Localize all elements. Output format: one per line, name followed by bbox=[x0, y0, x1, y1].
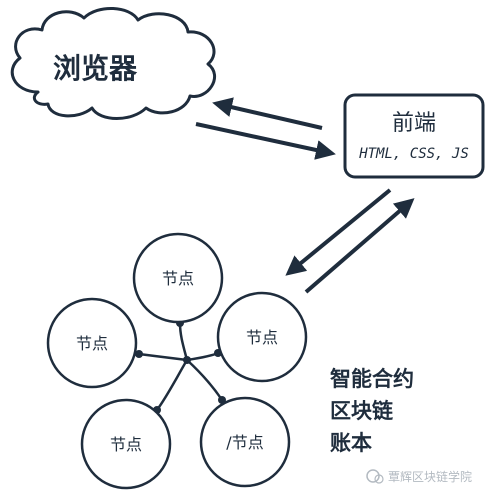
browser-cloud: 浏览器 bbox=[10, 6, 216, 120]
frontend-subtitle: HTML, CSS, JS bbox=[358, 146, 469, 162]
node-bottom-right: /节点 bbox=[199, 396, 291, 488]
contract-labels: 智能合约 区块链 账本 bbox=[330, 367, 414, 455]
frontend-box: 前端 HTML, CSS, JS bbox=[343, 93, 485, 179]
node-circle bbox=[80, 398, 172, 490]
arrow-nodes-to-frontend bbox=[304, 198, 415, 294]
arrow-frontend-to-browser bbox=[212, 97, 323, 130]
arrow-browser-to-frontend bbox=[195, 122, 336, 160]
link-bottom-right bbox=[186, 359, 224, 401]
link-bottom-left bbox=[155, 359, 189, 411]
link-top bbox=[178, 322, 189, 361]
node-label: 节点 bbox=[76, 334, 108, 353]
cloud-shape bbox=[10, 6, 216, 120]
junction-left bbox=[135, 350, 143, 358]
node-circle bbox=[132, 232, 224, 324]
contract-line-2: 区块链 bbox=[330, 399, 394, 423]
link-right bbox=[186, 351, 219, 362]
node-label: 节点 bbox=[110, 435, 142, 454]
node-left: 节点 bbox=[46, 297, 138, 389]
node-circle bbox=[216, 291, 308, 383]
node-top: 节点 bbox=[132, 232, 224, 324]
contract-line-3: 账本 bbox=[330, 431, 372, 455]
wechat-icon-inner bbox=[374, 474, 384, 484]
browser-label: 浏览器 bbox=[53, 52, 138, 85]
node-label: 节点 bbox=[162, 269, 194, 288]
junction-center bbox=[183, 356, 191, 364]
watermark: 覃辉区块链学院 bbox=[366, 469, 472, 484]
node-circle bbox=[199, 396, 291, 488]
frontend-title: 前端 bbox=[392, 111, 436, 136]
contract-line-1: 智能合约 bbox=[330, 367, 414, 391]
node-label: 节点 bbox=[246, 328, 278, 347]
node-circle bbox=[46, 297, 138, 389]
node-right: 节点 bbox=[216, 291, 308, 383]
link-left bbox=[138, 352, 188, 362]
node-label: /节点 bbox=[226, 433, 263, 452]
watermark-text: 覃辉区块链学院 bbox=[388, 469, 472, 484]
arrow-frontend-to-nodes bbox=[285, 188, 392, 276]
network-links bbox=[138, 322, 224, 411]
node-bottom-left: 节点 bbox=[80, 398, 172, 490]
frontend-box-border bbox=[343, 93, 485, 179]
wechat-icon bbox=[366, 469, 380, 483]
